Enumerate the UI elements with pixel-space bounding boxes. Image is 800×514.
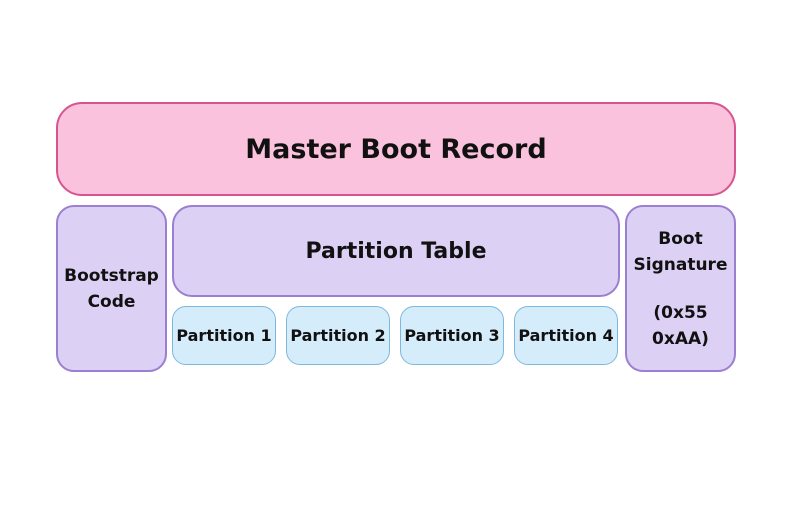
partition-3-label: Partition 3 <box>404 326 500 345</box>
partition-3-box: Partition 3 <box>400 306 504 365</box>
bootstrap-code-label-line-1: Bootstrap <box>64 265 159 286</box>
partition-4-box: Partition 4 <box>514 306 618 365</box>
partition-table-box: Partition Table <box>172 205 620 297</box>
boot-signature-label-line-2: Signature <box>633 254 728 275</box>
partition-1-label: Partition 1 <box>176 326 272 345</box>
partition-1-box: Partition 1 <box>172 306 276 365</box>
boot-signature-value-line-1: (0x55 <box>653 302 708 323</box>
boot-signature-label-line-1: Boot <box>658 228 703 249</box>
boot-signature-value-line-2: 0xAA) <box>652 328 709 349</box>
partition-4-label: Partition 4 <box>518 326 614 345</box>
boot-signature-box: Boot Signature (0x55 0xAA) <box>625 205 736 372</box>
bootstrap-code-label-line-2: Code <box>87 291 136 312</box>
master-boot-record-box: Master Boot Record <box>56 102 736 196</box>
partition-table-label: Partition Table <box>305 238 487 264</box>
partition-2-box: Partition 2 <box>286 306 390 365</box>
partition-2-label: Partition 2 <box>290 326 386 345</box>
bootstrap-code-box: Bootstrap Code <box>56 205 167 372</box>
master-boot-record-label: Master Boot Record <box>245 133 547 165</box>
